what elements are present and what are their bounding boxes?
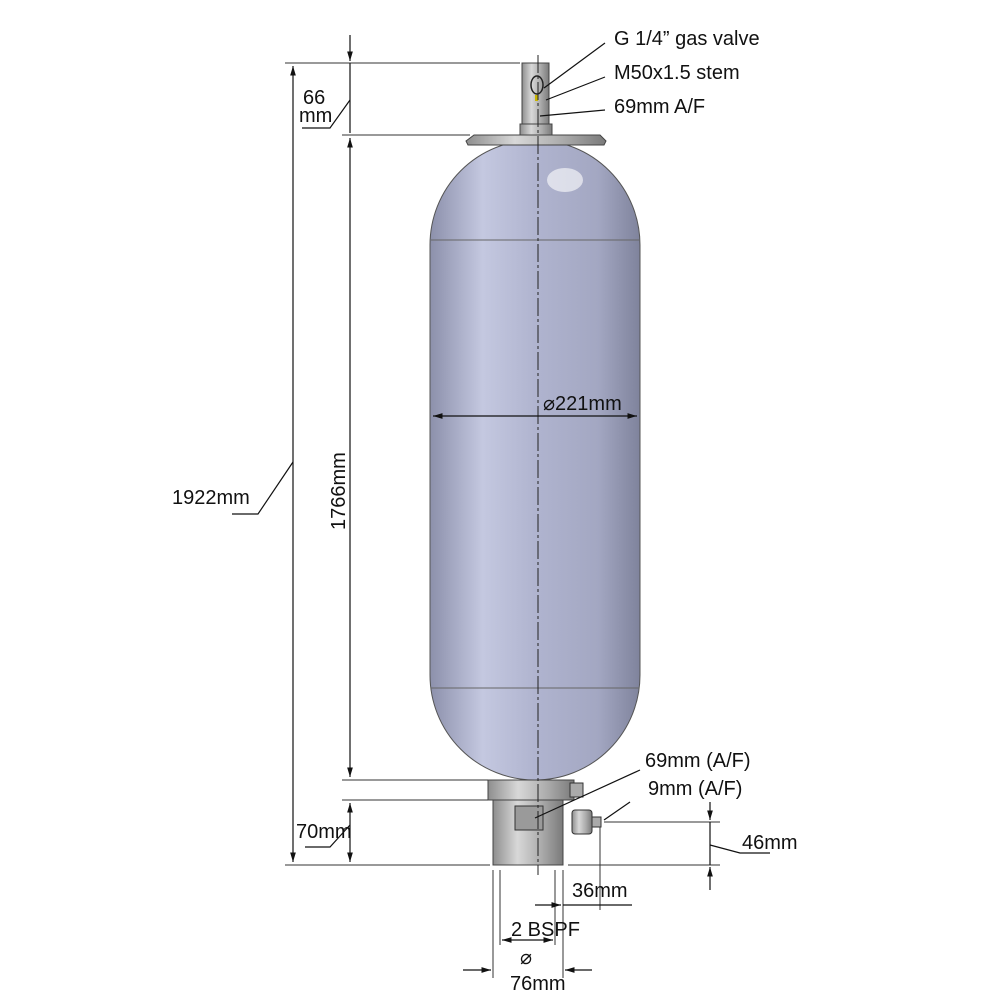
dimension-lines bbox=[232, 35, 770, 973]
label-1766: 1766mm bbox=[328, 452, 350, 530]
label-76: 76mm bbox=[510, 973, 566, 995]
vessel-body bbox=[429, 139, 641, 781]
highlight bbox=[547, 168, 583, 192]
labels: G 1/4” gas valve M50x1.5 stem 69mm A/F 6… bbox=[172, 28, 798, 995]
label-stem: M50x1.5 stem bbox=[614, 62, 740, 84]
label-66-num: 66 bbox=[303, 87, 325, 109]
label-gas-valve: G 1/4” gas valve bbox=[614, 28, 760, 50]
label-top-af: 69mm A/F bbox=[614, 96, 705, 118]
label-36: 36mm bbox=[572, 880, 628, 902]
bleed-valve-tip bbox=[591, 816, 602, 828]
label-bspf: 2 BSPF bbox=[511, 919, 580, 941]
label-bottom-af: 69mm (A/F) bbox=[645, 750, 751, 772]
label-46: 46mm bbox=[742, 832, 798, 854]
label-dia-symbol: ⌀ bbox=[520, 947, 532, 969]
port-flat bbox=[514, 805, 544, 831]
label-221: ⌀221mm bbox=[543, 393, 622, 415]
label-valve-af: 9mm (A/F) bbox=[648, 778, 742, 800]
label-70: 70mm bbox=[296, 821, 352, 843]
valve-detail bbox=[535, 95, 538, 101]
extension-lines bbox=[285, 62, 720, 978]
bleed-valve bbox=[571, 809, 593, 835]
label-1922: 1922mm bbox=[172, 487, 250, 509]
top-flange bbox=[465, 134, 607, 146]
top-nut bbox=[519, 123, 553, 136]
label-66-unit: mm bbox=[299, 105, 332, 127]
gas-valve-icon bbox=[530, 75, 544, 95]
vessel bbox=[429, 55, 641, 875]
bottom-collar bbox=[487, 779, 575, 801]
collar-notch bbox=[569, 782, 584, 798]
